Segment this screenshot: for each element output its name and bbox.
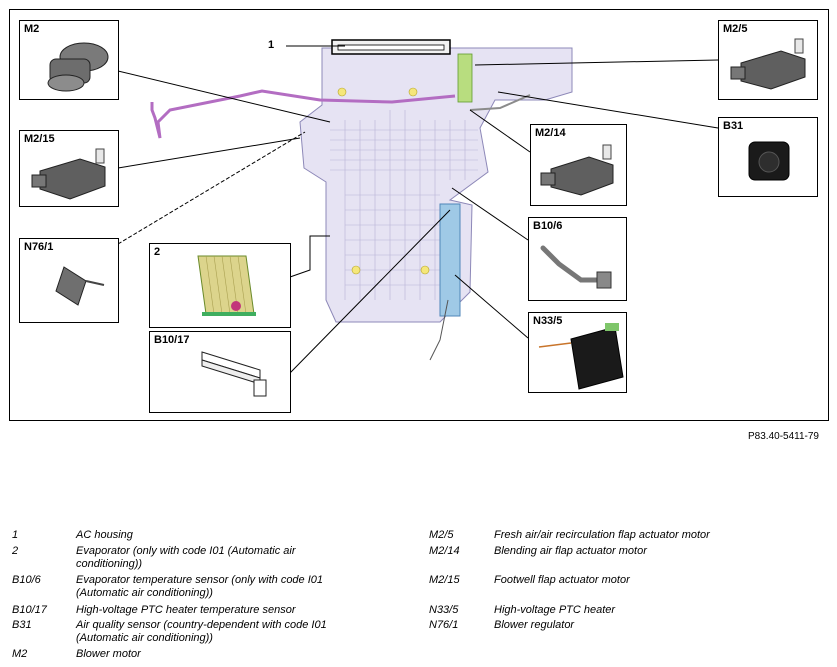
component-box-m2-15: M2/15	[19, 130, 119, 207]
blower-motor-icon	[47, 42, 109, 92]
legend-desc: Blending air flap actuator motor	[494, 545, 647, 557]
legend-desc: High-voltage PTC heater temperature sens…	[76, 604, 296, 616]
component-box-m2-14: M2/14	[530, 124, 627, 206]
legend-code: M2/15	[429, 574, 460, 586]
component-label-n76-1: N76/1	[24, 241, 54, 253]
component-box-m2: M2	[19, 20, 119, 100]
callout-1: 1	[268, 39, 275, 51]
component-box-b10-6: B10/6	[528, 217, 627, 301]
blower-regulator-icon	[55, 266, 105, 306]
actuator-motor-icon	[730, 38, 806, 90]
ac-housing-illustration	[150, 39, 573, 361]
legend-desc: AC housing	[76, 529, 133, 541]
legend-desc: Air quality sensor (country-dependent wi…	[76, 619, 327, 644]
ptc-heater-icon	[538, 323, 624, 390]
legend-desc: Blower motor	[76, 648, 141, 660]
legend-desc: Blower regulator	[494, 619, 575, 631]
legend-code: N33/5	[429, 604, 459, 616]
component-label-b10-6: B10/6	[533, 220, 563, 232]
legend-code: 1	[12, 529, 19, 541]
component-box-n33-5: N33/5	[528, 312, 627, 393]
component-box-b10-17: B10/17	[149, 331, 291, 413]
air-quality-sensor-icon	[748, 141, 790, 181]
temperature-sensor-icon	[540, 245, 612, 289]
legend-code: N76/1	[429, 619, 459, 631]
legend-desc: Fresh air/air recirculation flap actuato…	[494, 529, 710, 541]
component-box-m2-5: M2/5	[718, 20, 818, 100]
component-label-m2-5: M2/5	[723, 23, 748, 35]
legend-code: B10/6	[12, 574, 41, 586]
component-box-n76-1: N76/1	[19, 238, 119, 323]
temperature-sensor-icon	[201, 351, 267, 397]
component-label-b10-17: B10/17	[154, 334, 190, 346]
component-box-2: 2	[149, 243, 291, 328]
legend-desc: Footwell flap actuator motor	[494, 574, 630, 586]
legend-code: M2/14	[429, 545, 460, 557]
legend-code: M2	[12, 648, 28, 660]
component-label-2: 2	[154, 246, 161, 258]
legend-code: 2	[12, 545, 19, 557]
component-label-n33-5: N33/5	[533, 315, 563, 327]
legend-code: B31	[12, 619, 32, 631]
figure-reference: P83.40-5411-79	[748, 431, 819, 442]
component-label-b31: B31	[723, 120, 744, 132]
legend-desc: Evaporator temperature sensor (only with…	[76, 574, 324, 599]
legend-desc: Evaporator (only with code I01 (Automati…	[76, 545, 296, 570]
actuator-motor-icon	[31, 148, 106, 200]
component-label-m2: M2	[24, 23, 40, 35]
legend-code: B10/17	[12, 604, 47, 616]
evaporator-icon	[197, 255, 256, 316]
legend-code: M2/5	[429, 529, 454, 541]
component-label-m2-14: M2/14	[535, 127, 566, 139]
legend-desc: High-voltage PTC heater	[494, 604, 616, 616]
actuator-motor-icon	[540, 144, 614, 196]
component-box-b31: B31	[718, 117, 818, 197]
component-label-m2-15: M2/15	[24, 133, 55, 145]
